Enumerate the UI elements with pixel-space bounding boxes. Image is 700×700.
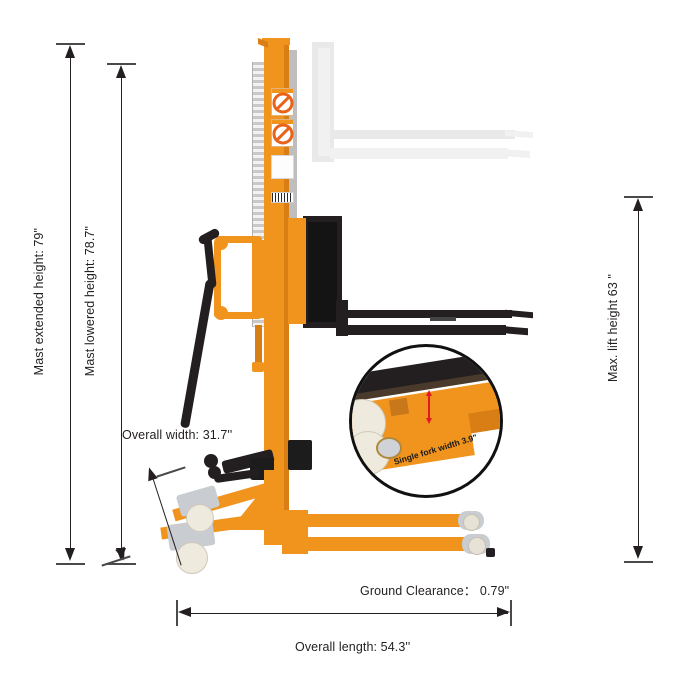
dim-lift-bottom-cap (624, 561, 653, 563)
hydraulic-housing (288, 440, 312, 470)
dim-width-top-cap (156, 466, 186, 478)
handle-mount (252, 240, 268, 318)
handle-loop-left (214, 240, 221, 318)
handle-loop-top (216, 236, 262, 243)
leg-root-block (282, 510, 308, 554)
prohibition-ring-icon (272, 123, 293, 145)
chain-anchor (255, 325, 262, 367)
mast-top-cap (262, 38, 290, 45)
carriage-bracket (288, 218, 306, 324)
dim-low-top-cap (107, 63, 136, 65)
dim-length-line (190, 613, 508, 614)
pedal-knob (204, 454, 218, 468)
chain-anchor-bolt (252, 362, 264, 372)
dim-lift-top-arrow (632, 198, 643, 211)
ground-clearance-label: Ground Clearance： 0.79" (360, 584, 510, 598)
dim-ext-bottom-arrow (64, 548, 75, 561)
dim-width-top-arrow (144, 465, 158, 482)
dim-lift-bottom-arrow (632, 546, 643, 559)
warning-decal-lower (271, 119, 294, 147)
dim-length-left-cap (176, 600, 178, 626)
steer-wheel-lower (176, 542, 208, 574)
overall-width-label: Overall width: 31.7'' (122, 428, 233, 442)
dim-ext-line (70, 52, 71, 552)
fork-carriage-face (308, 222, 337, 322)
dim-low-bottom-cap (107, 563, 136, 565)
load-wheel-axle (486, 548, 495, 557)
decal-header-bar (272, 89, 293, 93)
pump-lever-arm (180, 279, 215, 429)
decal-header-bar (272, 120, 293, 124)
mast-column-shadow (284, 44, 289, 539)
straddle-leg-front (288, 537, 484, 551)
dim-ext-top-arrow (64, 45, 75, 58)
mast-lowered-height-label: Mast lowered height: 78.7" (83, 226, 97, 377)
mast-extended-height-label: Mast extended height: 79" (32, 228, 46, 376)
dim-low-top-arrow (115, 65, 126, 78)
handle-loop-bottom (216, 312, 262, 319)
detail-fork-notch (388, 397, 410, 417)
steer-linkage-knob (208, 466, 221, 479)
prohibition-ring-icon (272, 92, 293, 114)
dim-low-line (121, 72, 122, 552)
handle-loop-corner-tl (214, 236, 228, 250)
dim-length-right-arrow (497, 607, 510, 617)
fork-width-arrow-head-down (425, 418, 432, 424)
warning-decal-upper (271, 88, 294, 116)
max-lift-height-label: Max. lift height 63 " (606, 274, 620, 382)
dim-length-right-cap (510, 600, 512, 626)
magnifier-content: Single fork width 3.9" (352, 347, 500, 495)
load-wheel-front (468, 537, 486, 555)
fork-lower-blade (340, 325, 506, 335)
dim-ext-top-cap (56, 43, 85, 45)
mast-rear-channel (289, 50, 297, 250)
ghost-fork-lower (330, 148, 508, 159)
dim-lift-top-cap (624, 196, 653, 198)
detail-axle-boss (376, 437, 402, 459)
ghost-carriage-inner (318, 48, 330, 156)
straddle-leg-rear (288, 514, 478, 527)
fork-width-arrow-head-up (425, 390, 432, 396)
load-wheel-rear (463, 514, 480, 531)
steer-wheel-upper (186, 504, 214, 532)
fork-detail-magnifier: Single fork width 3.9" (349, 344, 503, 498)
overall-length-label: Overall length: 54.3'' (295, 640, 411, 654)
dim-ext-bottom-cap (56, 563, 85, 565)
chassis-post-shadow (284, 470, 289, 545)
dim-lift-line (638, 205, 639, 549)
fork-heel (336, 300, 348, 336)
dim-length-left-arrow (178, 607, 191, 617)
barcode-decal (271, 192, 294, 203)
fork-rib (430, 317, 456, 321)
instruction-decal (271, 155, 294, 179)
handle-loop-corner-bl (214, 306, 228, 320)
fork-upper-blade (340, 310, 512, 318)
fork-width-arrow-line (428, 395, 430, 419)
ghost-fork-upper (330, 130, 515, 139)
dim-low-bottom-arrow (115, 548, 126, 561)
